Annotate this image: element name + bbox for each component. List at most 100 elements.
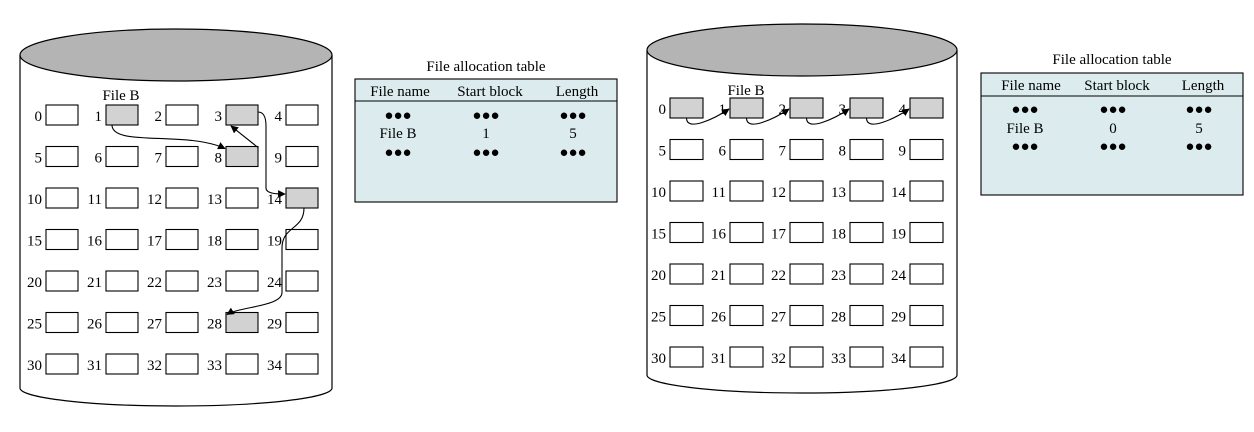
disk-block: 30: [651, 346, 704, 368]
disk-block: 16: [711, 221, 764, 244]
block-number: 34: [891, 351, 907, 367]
block-free: [909, 263, 944, 285]
disk-left-top: [19, 28, 333, 82]
fat-right-header: File name Start block Length: [1001, 78, 1225, 94]
block-allocated: [225, 104, 259, 126]
block-allocated: [105, 104, 139, 126]
block-free: [105, 270, 139, 292]
block-free: [669, 180, 704, 202]
block-free: [45, 104, 79, 126]
block-free: [45, 270, 79, 292]
block-free: [729, 180, 764, 202]
block-number: 16: [711, 227, 727, 243]
block-number: 6: [95, 151, 103, 167]
block-number: 11: [712, 185, 726, 201]
disk-block: 34: [891, 346, 944, 368]
disk-block: 28: [207, 311, 259, 334]
disk-block: 17: [147, 228, 199, 251]
disk-block: 29: [891, 304, 944, 327]
block-free: [849, 221, 884, 244]
fat-left-title: File allocation table: [426, 59, 545, 75]
disk-block: 26: [711, 304, 764, 327]
block-number: 4: [899, 102, 907, 118]
block-free: [909, 180, 944, 202]
fat-right-cell: ●●●: [1011, 139, 1038, 155]
fat-right-header-length: Length: [1182, 78, 1225, 94]
disk-block: 4: [275, 104, 319, 126]
block-number: 15: [27, 234, 42, 250]
block-number: 32: [147, 358, 162, 374]
block-number: 21: [711, 268, 726, 284]
block-number: 13: [207, 192, 222, 208]
block-number: 25: [651, 310, 666, 326]
block-free: [789, 221, 824, 244]
disk-block: 33: [831, 346, 884, 368]
fat-right: File allocation table File name Start bl…: [980, 52, 1244, 196]
block-number: 1: [95, 109, 103, 125]
block-free: [789, 138, 824, 161]
block-free: [105, 187, 139, 209]
block-free: [669, 304, 704, 327]
disk-block: 31: [87, 353, 139, 375]
block-number: 18: [831, 227, 846, 243]
disk-block: 7: [779, 138, 824, 161]
block-number: 29: [267, 317, 282, 333]
disk-block: 27: [147, 311, 199, 334]
block-free: [165, 353, 199, 375]
block-free: [285, 228, 319, 251]
block-number: 17: [147, 234, 163, 250]
block-number: 12: [147, 192, 162, 208]
disk-block: 22: [771, 263, 824, 285]
disk-block: 13: [831, 180, 884, 202]
block-number: 22: [147, 275, 162, 291]
fat-left-cell: 1: [482, 126, 490, 142]
disk-block: 0: [35, 104, 79, 126]
block-free: [729, 304, 764, 327]
block-link-arrow: [745, 108, 790, 125]
fat-right-box: [980, 72, 1244, 196]
block-number: 20: [651, 268, 666, 284]
block-number: 14: [891, 185, 907, 201]
block-free: [669, 346, 704, 368]
disk-block: 9: [899, 138, 944, 161]
block-free: [105, 311, 139, 334]
block-free: [225, 228, 259, 251]
block-number: 33: [831, 351, 846, 367]
block-link-arrow: [865, 108, 910, 125]
block-free: [105, 145, 139, 168]
block-number: 31: [87, 358, 102, 374]
disk-block: 5: [659, 138, 704, 161]
disk-block: 12: [147, 187, 199, 209]
fat-left-cell: ●●●: [559, 145, 586, 161]
block-number: 15: [651, 227, 666, 243]
fat-left-row-1: File B 1 5: [379, 126, 576, 142]
disk-block: 10: [27, 187, 79, 209]
block-allocated: [225, 145, 259, 168]
disk-block: 9: [275, 145, 319, 168]
disk-block: 12: [771, 180, 824, 202]
disk-block: 23: [207, 270, 259, 292]
block-link-arrow: [805, 108, 850, 125]
block-number: 21: [87, 275, 102, 291]
disk-block: 2: [155, 104, 199, 126]
block-number: 24: [267, 275, 283, 291]
disk-block: 20: [651, 263, 704, 285]
block-allocated: [789, 97, 824, 119]
disk-block: 1: [95, 104, 139, 126]
block-number: 3: [215, 109, 223, 125]
disk-right-top: [646, 23, 958, 77]
fat-left-row-0: ●●● ●●● ●●●: [384, 108, 586, 124]
block-number: 19: [267, 234, 282, 250]
fat-left-cell: File B: [379, 126, 416, 142]
disk-block: 33: [207, 353, 259, 375]
block-number: 24: [891, 268, 907, 284]
block-free: [909, 138, 944, 161]
block-number: 17: [771, 227, 787, 243]
block-free: [285, 104, 319, 126]
block-number: 2: [155, 109, 163, 125]
disk-block: 32: [147, 353, 199, 375]
fat-left-cell: ●●●: [472, 108, 499, 124]
